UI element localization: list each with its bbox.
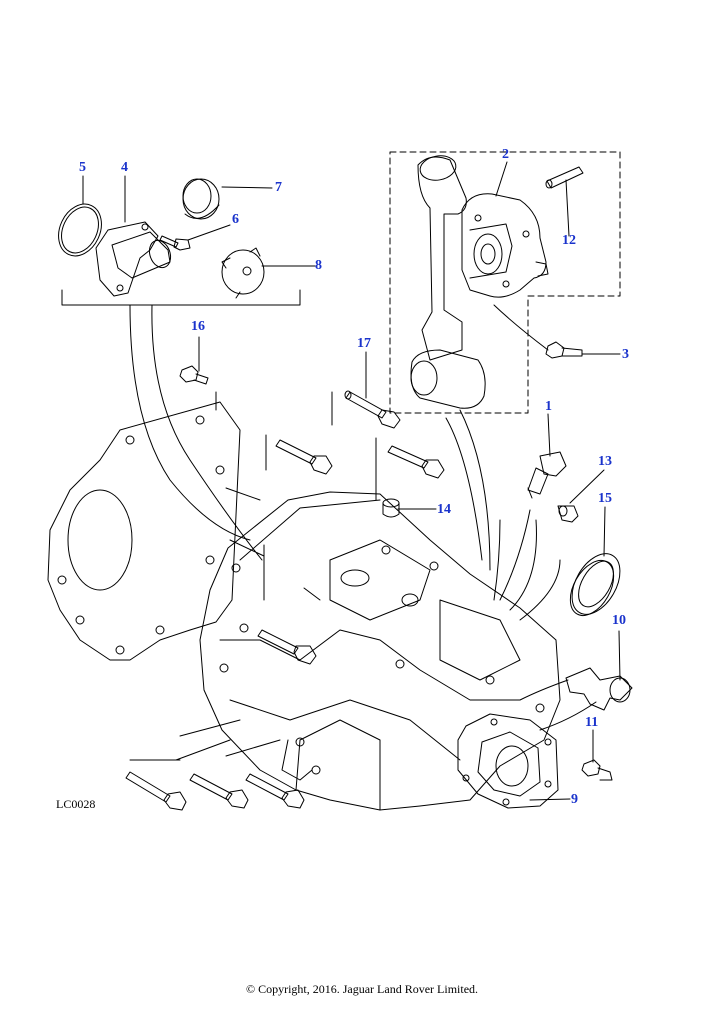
callout-4[interactable]: 4: [121, 160, 128, 175]
callout-2[interactable]: 2: [502, 147, 509, 162]
plug-14: [382, 498, 400, 518]
callout-16[interactable]: 16: [191, 319, 205, 334]
stud-16: [179, 365, 209, 385]
shield-plate: [221, 247, 265, 299]
roll-pin: [545, 166, 584, 189]
guide-tube: [95, 221, 172, 297]
callout-12[interactable]: 12: [562, 233, 576, 248]
small-bolt-6: [159, 235, 191, 251]
adapter-plate: [47, 401, 241, 661]
cap: [182, 178, 220, 220]
plug-13: [557, 505, 579, 523]
reverse-light-switch: [527, 451, 567, 499]
callout-5[interactable]: 5: [79, 160, 86, 175]
o-ring: [58, 203, 102, 257]
bolt-upper-3: [387, 445, 445, 479]
callout-8[interactable]: 8: [315, 258, 322, 273]
callout-14[interactable]: 14: [437, 502, 451, 517]
callout-15[interactable]: 15: [598, 491, 612, 506]
callout-13[interactable]: 13: [598, 454, 612, 469]
callout-9[interactable]: 9: [571, 792, 578, 807]
shift-lever: [410, 155, 486, 409]
gearbox-casing: [199, 491, 561, 811]
bolt-3-leader: [493, 304, 549, 351]
callout-leaders: [82, 161, 621, 801]
callout-7[interactable]: 7: [275, 180, 282, 195]
bolt-casing: [257, 629, 317, 665]
group-bracket: [61, 289, 301, 306]
bolt-3: [545, 341, 583, 359]
callout-17[interactable]: 17: [357, 336, 371, 351]
bolt-lower-2: [189, 773, 249, 809]
shield-10: [565, 667, 633, 711]
callout-10[interactable]: 10: [612, 613, 626, 628]
callout-1[interactable]: 1: [545, 399, 552, 414]
callout-11[interactable]: 11: [585, 715, 599, 730]
bolt-17: [344, 390, 401, 429]
bolt-lower-3: [245, 773, 305, 809]
callout-6[interactable]: 6: [232, 212, 239, 227]
bolt-11: [581, 759, 613, 781]
leader-lines: [129, 304, 597, 761]
selector-housing: [461, 193, 549, 298]
oil-seal: [569, 553, 621, 616]
rear-cover: [457, 713, 559, 809]
illustration-reference: LC0028: [56, 797, 96, 811]
lever-assembly-dashed-box: [389, 151, 621, 414]
bolt-lower-1: [125, 771, 187, 811]
callout-3[interactable]: 3: [622, 347, 629, 362]
copyright-notice: © Copyright, 2016. Jaguar Land Rover Lim…: [245, 982, 479, 996]
bolt-upper-2: [275, 439, 333, 475]
